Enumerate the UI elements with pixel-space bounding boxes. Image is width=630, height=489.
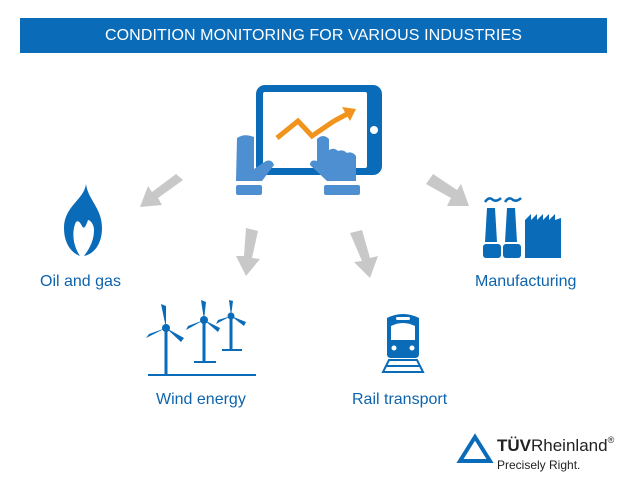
factory-icon	[483, 197, 561, 258]
label-manufacturing: Manufacturing	[475, 273, 577, 290]
label-oil-and-gas: Oil and gas	[40, 273, 121, 290]
tuv-logo-icon	[456, 433, 494, 463]
label-wind-energy: Wind energy	[156, 391, 246, 408]
page-title: CONDITION MONITORING FOR VARIOUS INDUSTR…	[104, 26, 523, 44]
label-rail-transport: Rail transport	[352, 391, 448, 408]
train-icon	[381, 314, 425, 373]
title-banner: CONDITION MONITORING FOR VARIOUS INDUSTR…	[20, 18, 607, 53]
logo-tagline: Precisely Right.	[497, 458, 581, 472]
wind-turbines-icon	[146, 300, 256, 376]
tablet-chart-hands-icon	[236, 85, 382, 195]
arrow-to-rail-icon	[350, 230, 378, 278]
arrow-to-manufacturing-icon	[426, 174, 469, 206]
arrow-to-oil-gas-icon	[140, 174, 183, 207]
arrow-to-wind-icon	[236, 228, 260, 276]
logo-wordmark: TÜVRheinland®	[497, 435, 615, 455]
flame-icon	[64, 184, 102, 256]
